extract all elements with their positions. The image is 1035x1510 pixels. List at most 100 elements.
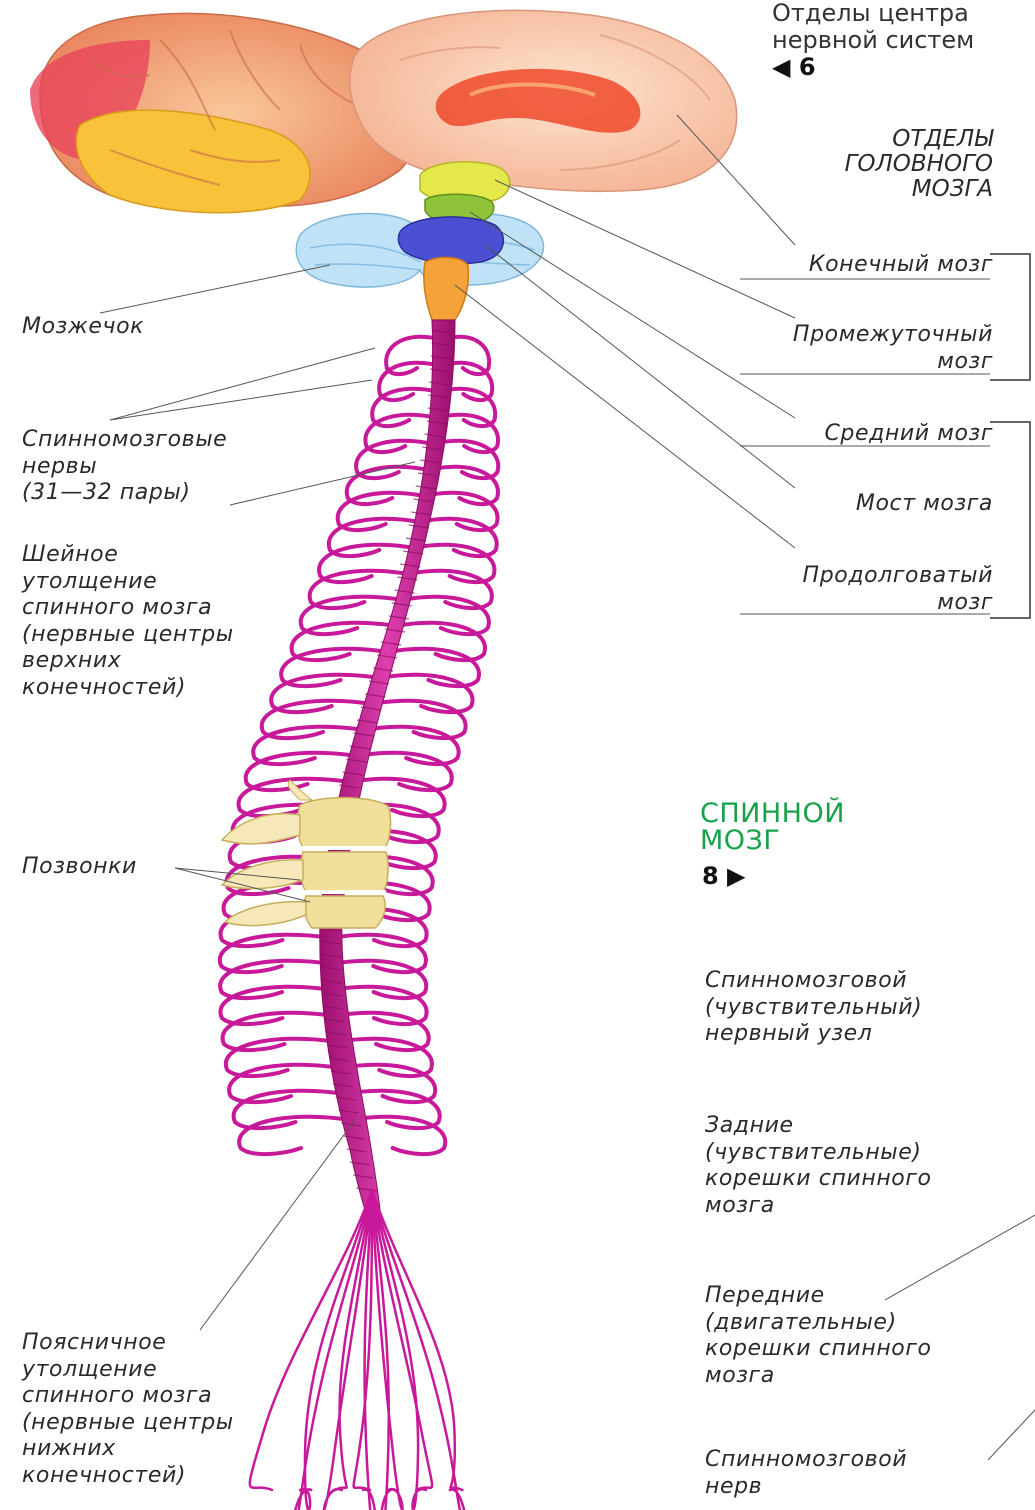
spinal-nerve-left (220, 1010, 336, 1053)
vertebra (220, 851, 389, 893)
spinal-nerve-left (259, 698, 374, 741)
vertebra (223, 895, 386, 929)
spinal-nerve-left (370, 386, 441, 428)
spinal-nerve-left (218, 958, 334, 1001)
cord-segment-line (405, 537, 427, 542)
spinal-nerve-left (237, 1114, 353, 1157)
cord-segment-line (420, 459, 441, 464)
cord-segment-line (431, 342, 452, 347)
label-midbrain: Средний мозг (824, 421, 993, 446)
spinal-cord-page-ref[interactable]: 8 ▶ (702, 862, 746, 890)
cord-segment-line (353, 732, 374, 737)
cord-segment-line (346, 1148, 367, 1153)
cord-segment-line (324, 1018, 345, 1023)
cauda-equina-fiber (361, 1188, 376, 1510)
spinal-nerve-right (438, 360, 495, 402)
spinal-nerve-left (243, 750, 360, 793)
spinal-nerve-right (411, 542, 497, 584)
cord-segment-line (413, 498, 434, 503)
cord-segment-line (427, 407, 448, 412)
spinal-nerve-right (422, 490, 500, 532)
spinal-nerve-right (436, 386, 498, 428)
cauda-equina-fiber (294, 1188, 374, 1510)
cord-segment-line (332, 1083, 353, 1088)
cord-segment-line (321, 992, 343, 997)
cord-segment-line (429, 381, 450, 386)
spinal-nerve-right (332, 1010, 431, 1052)
label-diencephalon: Промежуточный мозг (792, 322, 993, 374)
spinal-nerve-right (417, 516, 499, 558)
label-telencephalon: Конечный мозг (808, 252, 993, 277)
cord-segment-line (432, 329, 453, 334)
label-medulla: Продолговатый мозг (802, 563, 993, 615)
cord-segment-line (400, 563, 421, 568)
cord-segment-line (329, 1057, 350, 1062)
spinal-nerve-left (377, 360, 443, 402)
leader-lines (99, 114, 1035, 1461)
spinal-nerve-left (279, 646, 391, 688)
spinal-nerve-left (363, 412, 440, 454)
cord-segment-line (415, 485, 436, 490)
cns-page-ref[interactable]: ◀ 6 (772, 53, 816, 81)
cord-segment-line (430, 355, 451, 360)
spinal-nerve-right (400, 594, 491, 636)
cord-segment-line (394, 589, 415, 594)
spinal-nerve-right (430, 438, 501, 480)
spinal-nerve-left (231, 1088, 347, 1131)
spinal-nerve-right (362, 724, 461, 766)
label-spinal-nerve: Спинномозговой нерв (705, 1447, 908, 1499)
cord-segment-line (388, 615, 409, 620)
spinal-nerve-left (354, 438, 435, 480)
cord-segment-line (369, 680, 390, 685)
spinal-nerve-right (343, 1088, 442, 1130)
cord-segment-line (321, 979, 342, 984)
brain-left-hemisphere (30, 12, 419, 214)
spinal-nerve-right (435, 412, 501, 454)
label-spinal-nerves: Спинномозговые нервы (31—32 пары) (22, 427, 228, 505)
spinal-nerve-left (307, 568, 411, 610)
spinal-nerve-right (338, 1062, 438, 1104)
spinal-nerve-right (329, 932, 428, 974)
spinal-nerve-right (426, 464, 500, 506)
cord-segment-line (349, 1161, 371, 1166)
cord-segment-line (321, 940, 342, 945)
cord-segment-line (349, 745, 370, 750)
pons-shape (397, 216, 505, 265)
label-vertebrae: Позвонки (22, 854, 137, 879)
cord-segment-line (338, 1109, 359, 1114)
spinal-nerve-right (378, 672, 475, 714)
label-cerebellum: Мозжечок (22, 314, 145, 339)
spinal-nerve-left (317, 542, 416, 584)
cord-segment-line (364, 693, 386, 698)
spinal-nerve-right (394, 620, 487, 662)
spinal-nerve-left (326, 516, 422, 558)
cauda-equina-fiber (370, 1188, 466, 1510)
spinal-nerve-left (218, 984, 334, 1027)
spinal-nerve-left (335, 490, 427, 532)
medulla-shape (423, 256, 470, 321)
cord-segment-line (377, 654, 398, 659)
cord-segment-line (327, 1044, 348, 1049)
spinal-nerve-right (439, 334, 492, 376)
cord-segment-line (346, 758, 367, 763)
spinal-nerve-right (406, 568, 494, 610)
brain-right-hemisphere (349, 9, 738, 193)
spinal-nerve-right (355, 750, 454, 792)
spinal-nerve-right (335, 1036, 434, 1078)
cauda-equina-fiber (370, 1188, 464, 1492)
spinal-nerve-left (289, 620, 399, 662)
spinal-nerve-left (298, 594, 405, 636)
label-lumbar-enlargement: Поясничное утолщение спинного мозга (нер… (22, 1330, 234, 1488)
cord-segment-line (429, 368, 451, 373)
cord-segment-line (356, 719, 378, 724)
cord-segment-line (322, 1005, 343, 1010)
cauda-equina (248, 1188, 466, 1510)
cord-segment-line (373, 667, 394, 672)
cord-segment-line (321, 953, 342, 958)
cauda-equina-fiber (370, 1188, 404, 1510)
cord-segment-line (335, 1096, 356, 1101)
cord-segment-line (403, 550, 424, 555)
cord-segment-line (424, 433, 445, 438)
cord-segment-line (343, 1135, 365, 1140)
spinal-nerve-right (329, 984, 429, 1026)
